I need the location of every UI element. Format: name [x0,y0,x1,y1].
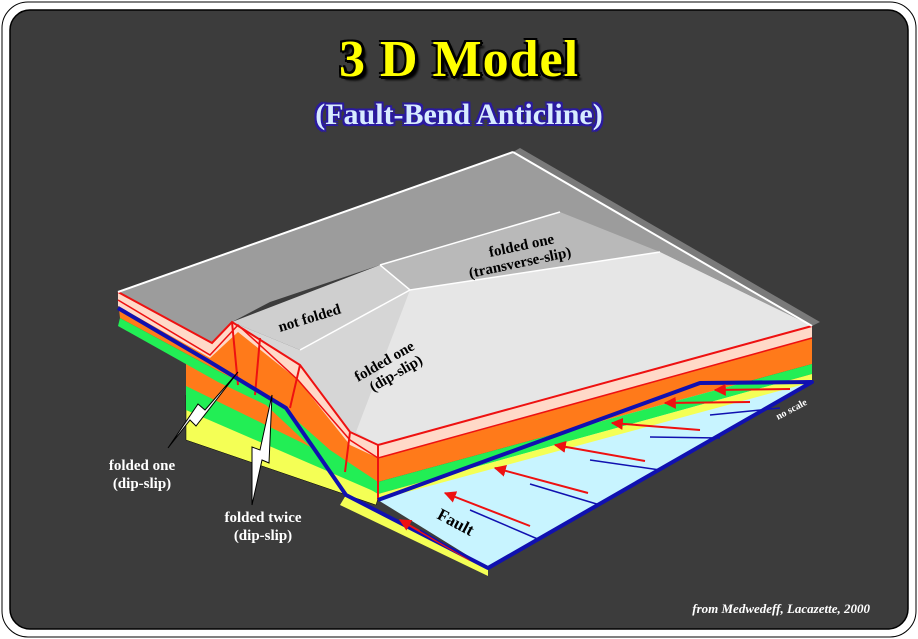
fault-line [116,306,814,570]
front-face-orange [378,338,812,482]
page-subtitle: (Fault-Bend Anticline) [315,98,603,131]
fault-arrows [398,383,791,561]
left-face-green [186,382,378,493]
pointer-folded-twice [251,394,273,506]
label-folded-one-left-1: folded one [109,458,176,474]
credit-text: from Medwedeff, Lacazette, 2000 [692,601,870,616]
transverse-slip-panel [380,212,660,290]
red-axial-3 [289,364,301,409]
red-axial-4 [344,431,351,473]
red-axial-1 [231,321,239,386]
not-folded-panel [232,265,410,350]
label-folded-twice-1: folded twice [224,510,301,526]
right-panel [356,252,812,445]
back-edge [513,148,820,326]
crease-line-a [299,289,411,351]
front-face-yellow [378,374,812,500]
back-left-edge [117,151,514,293]
pointer-folded-one [167,371,239,449]
red-axial-2 [254,337,261,396]
fold-forelimb-green [118,318,378,494]
crease-line-b [379,211,561,266]
block-diagram [116,148,820,576]
front-face-pink [378,326,812,458]
page-title: 3 D Model [338,31,580,88]
yellow-base-strip [340,495,488,576]
label-folded-one-left-2: (dip-slip) [113,476,171,492]
fault-plane [378,380,810,568]
fault-stripes [419,407,781,564]
fold-forelimb-pink [118,292,378,458]
label-folded-twice-2: (dip-slip) [234,528,292,544]
back-right-edge [512,151,813,327]
